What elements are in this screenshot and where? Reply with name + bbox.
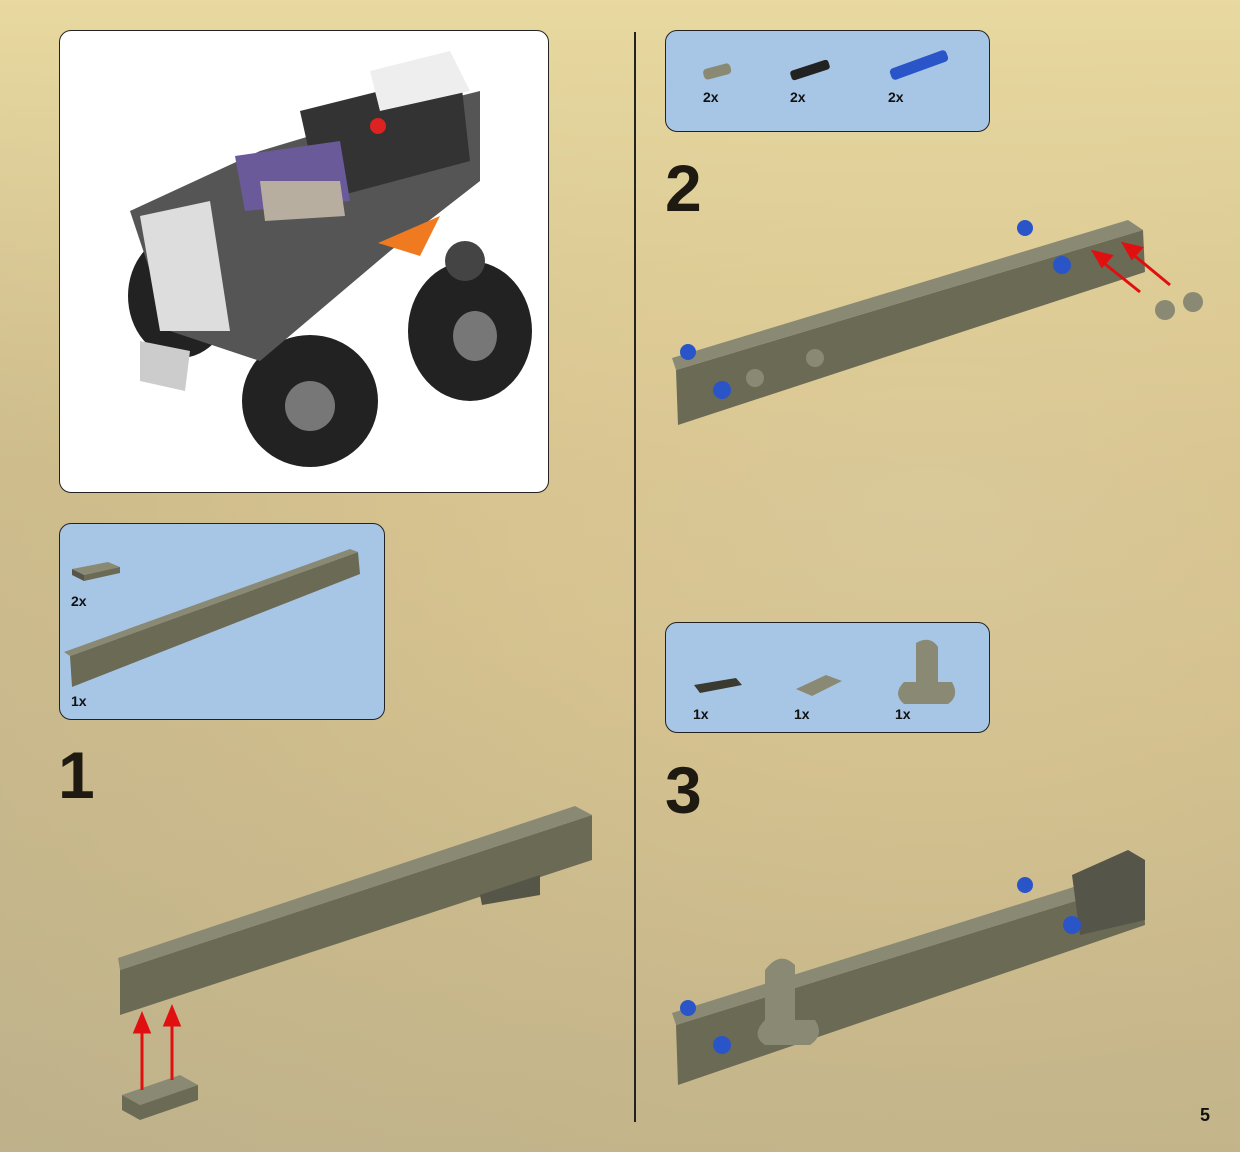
part-qty: 1x [693, 706, 709, 722]
part-qty: 2x [71, 593, 87, 609]
step-number: 1 [58, 738, 95, 812]
step-3-parts-panel: 1x 1x 1x [665, 622, 990, 733]
part-qty: 2x [888, 89, 904, 105]
page-number: 5 [1199, 1105, 1210, 1125]
part-qty: 1x [794, 706, 810, 722]
parts-tile-slope-tbeam [694, 639, 956, 704]
model-preview-panel [59, 30, 549, 493]
step-2-parts-panel: 2x 2x 2x [665, 30, 990, 132]
part-plate-1x2 [64, 549, 360, 687]
part-qty: 1x [895, 706, 911, 722]
part-qty: 2x [790, 89, 806, 105]
column-divider [634, 32, 636, 1122]
part-qty: 1x [71, 693, 87, 709]
step-number: 2 [665, 151, 702, 225]
parts-pins [703, 50, 949, 81]
monster-truck-image [128, 51, 532, 467]
step-number: 3 [665, 753, 702, 827]
part-qty: 2x [703, 89, 719, 105]
step-1-parts-panel: 2x 1x [59, 523, 385, 720]
part-technic-beam [70, 552, 360, 687]
